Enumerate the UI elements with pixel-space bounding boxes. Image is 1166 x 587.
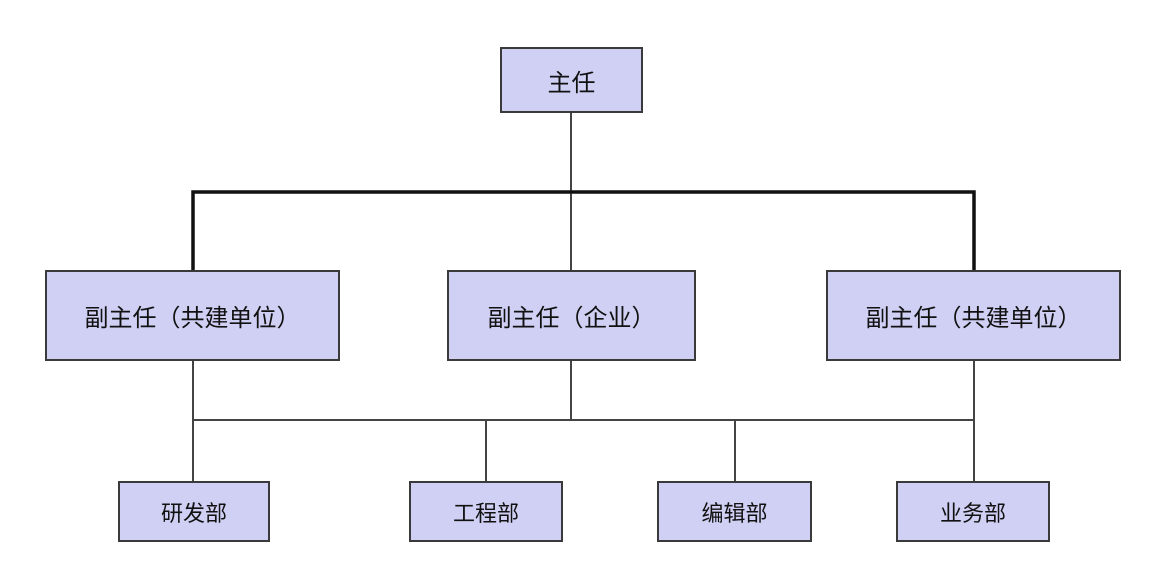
deputy-director-label-3: 副主任（共建单位） bbox=[865, 304, 1082, 332]
deputy-director-label-2: 副主任（企业） bbox=[487, 304, 656, 332]
deputy-director-label-1: 副主任（共建单位） bbox=[84, 304, 301, 332]
department-label-business: 业务部 bbox=[939, 501, 1006, 527]
department-label-rnd: 研发部 bbox=[160, 501, 227, 527]
connector-deputy-bracket bbox=[191, 190, 976, 270]
deputy-director-box-2: 副主任（企业） bbox=[447, 270, 696, 361]
deputy-director-box-1: 副主任（共建单位） bbox=[45, 270, 340, 361]
director-label: 主任 bbox=[547, 68, 596, 97]
department-label-engineering: 工程部 bbox=[452, 501, 519, 527]
department-box-editorial: 编辑部 bbox=[657, 481, 812, 542]
director-box: 主任 bbox=[500, 47, 643, 113]
department-label-editorial: 编辑部 bbox=[701, 501, 768, 527]
department-box-business: 业务部 bbox=[896, 481, 1050, 542]
department-box-rnd: 研发部 bbox=[118, 481, 270, 542]
deputy-director-box-3: 副主任（共建单位） bbox=[826, 270, 1121, 361]
department-box-engineering: 工程部 bbox=[409, 481, 563, 542]
